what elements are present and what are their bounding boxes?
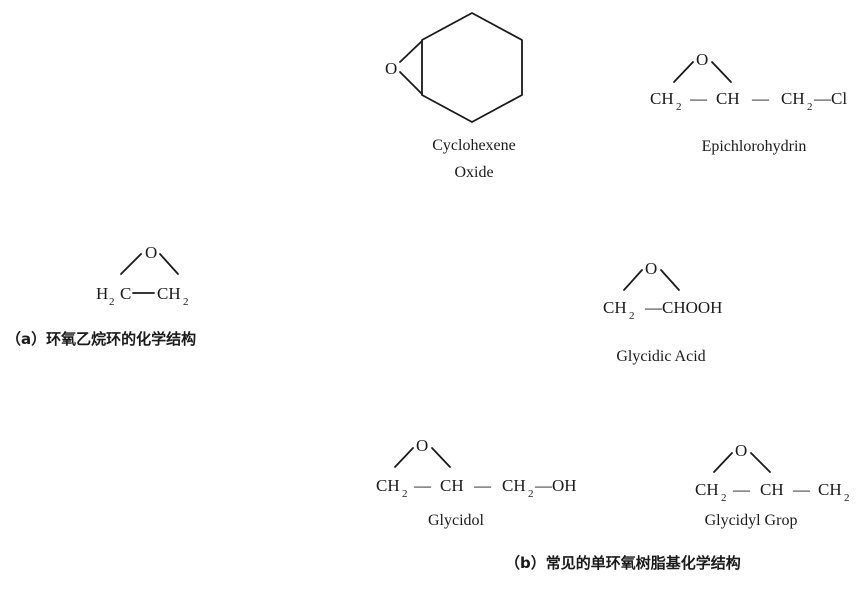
epichlorohydrin-dash1: —: [689, 89, 708, 108]
glycidic-acid-o: O: [645, 259, 657, 278]
glycidol-ch2: CH: [376, 476, 400, 495]
glycidyl-group-ch2b: CH: [818, 480, 842, 499]
glycidyl-group-structure: O CH 2 — CH — CH 2 Glycidyl Grop: [695, 441, 850, 529]
epichlorohydrin-o: O: [696, 50, 708, 69]
cyclohexene-oxide-name-line2: Oxide: [454, 164, 493, 181]
glycidol-ch2-sub: 2: [402, 488, 408, 500]
glycidyl-group-dash1: —: [732, 480, 751, 499]
epichlorohydrin-cl: —Cl: [813, 89, 847, 108]
ethylene-oxide-c: C: [120, 284, 131, 303]
ethylene-oxide-right-sub: 2: [183, 296, 189, 308]
cyclohexene-oxide-o: O: [385, 59, 397, 78]
ethylene-oxide-right-ch: CH: [157, 284, 181, 303]
glycidol-o: O: [416, 436, 428, 455]
cyclohexene-oxide-structure: O Cyclohexene Oxide: [385, 12, 523, 181]
epichlorohydrin-dash2: —: [751, 89, 770, 108]
epichlorohydrin-ch2b-sub: 2: [807, 101, 813, 113]
glycidol-oh: —OH: [534, 476, 577, 495]
caption-a: （a）环氧乙烷环的化学结构: [6, 330, 196, 348]
ethylene-oxide-bond-left: [120, 253, 142, 275]
glycidic-acid-chooh: —CHOOH: [644, 298, 722, 317]
glycidol-dash1: —: [413, 476, 432, 495]
ethylene-oxide-left-sub: 2: [109, 296, 115, 308]
glycidyl-group-ch2: CH: [695, 480, 719, 499]
glycidic-acid-ch2-sub: 2: [629, 310, 635, 322]
epichlorohydrin-bond-left: [673, 61, 694, 83]
ethylene-oxide-bond-right: [159, 253, 179, 275]
epichlorohydrin-ch: CH: [716, 89, 740, 108]
epichlorohydrin-ch2-sub: 2: [676, 101, 682, 113]
glycidyl-group-o: O: [735, 441, 747, 460]
ethylene-oxide-left-h: H: [96, 284, 108, 303]
glycidic-acid-name: Glycidic Acid: [616, 348, 705, 365]
ethylene-oxide-o: O: [145, 243, 157, 262]
epichlorohydrin-structure: O CH 2 — CH — CH 2 —Cl Epichlorohydrin: [650, 50, 847, 155]
glycidyl-group-ch2-sub: 2: [721, 492, 727, 504]
epichlorohydrin-name: Epichlorohydrin: [702, 138, 807, 155]
epichlorohydrin-ch2b: CH: [781, 89, 805, 108]
cyclohexene-oxide-bond-bottom: [399, 71, 423, 95]
glycidyl-group-dash2: —: [792, 480, 811, 499]
glycidyl-group-ch: CH: [760, 480, 784, 499]
glycidic-acid-bond-left: [623, 269, 643, 291]
ethylene-oxide-structure: O H 2 C CH 2: [96, 243, 189, 308]
glycidic-acid-ch2: CH: [603, 298, 627, 317]
epichlorohydrin-ch2: CH: [650, 89, 674, 108]
epichlorohydrin-bond-right: [711, 61, 732, 83]
glycidol-ch: CH: [440, 476, 464, 495]
glycidol-ch2b-sub: 2: [528, 488, 534, 500]
glycidol-dash2: —: [473, 476, 492, 495]
caption-b: （b）常见的单环氧树脂基化学结构: [505, 554, 741, 572]
glycidol-bond-right: [431, 447, 451, 468]
glycidic-acid-bond-right: [660, 269, 680, 291]
glycidyl-group-bond-right: [750, 452, 771, 473]
glycidol-structure: O CH 2 — CH — CH 2 —OH Glycidol: [376, 436, 577, 529]
glycidol-bond-left: [394, 447, 414, 468]
glycidol-ch2b: CH: [502, 476, 526, 495]
glycidyl-group-name: Glycidyl Grop: [705, 512, 798, 529]
glycidic-acid-structure: O CH 2 —CHOOH Glycidic Acid: [603, 259, 722, 365]
glycidyl-group-ch2b-sub: 2: [844, 492, 850, 504]
glycidyl-group-bond-left: [713, 452, 733, 473]
cyclohexene-oxide-name-line1: Cyclohexene: [432, 137, 516, 154]
cyclohexane-ring: [421, 12, 523, 123]
cyclohexene-oxide-bond-top: [399, 40, 423, 63]
glycidol-name: Glycidol: [428, 512, 485, 529]
